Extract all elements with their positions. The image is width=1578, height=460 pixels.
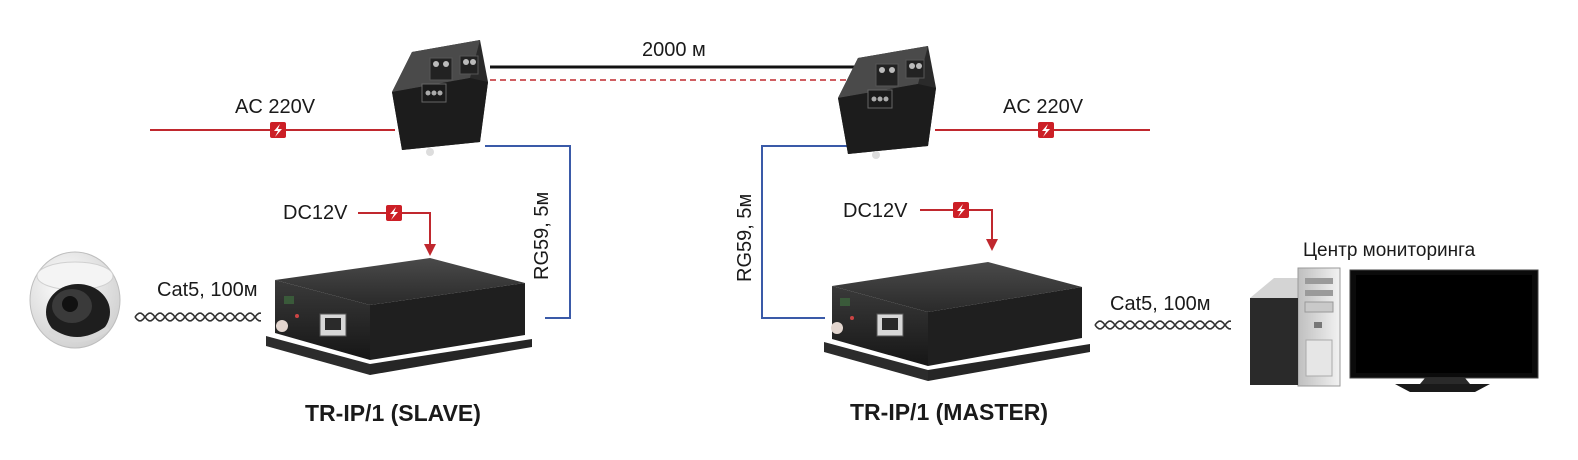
ac-power-label-left: AC 220V (235, 96, 316, 118)
dc-power-label-left: DC12V (283, 202, 348, 224)
power-supply-left (392, 40, 488, 156)
master-device (824, 262, 1090, 381)
monitor-icon (1349, 269, 1539, 392)
cat5-label-left: Cat5, 100м (157, 279, 258, 301)
slave-device (266, 258, 532, 375)
twisted-pair-cable-left (134, 312, 261, 322)
ac-power-line-left (150, 122, 395, 138)
slave-device-title: TR-IP/1 (SLAVE) (305, 400, 481, 426)
power-icon (270, 122, 286, 138)
long-distance-link (490, 65, 865, 81)
dc-power-line-left (358, 205, 436, 256)
power-icon (386, 205, 402, 221)
coax-label-left: RG59, 5м (531, 191, 553, 280)
power-icon (1038, 122, 1054, 138)
coax-line-left (485, 145, 571, 319)
distance-label: 2000 м (642, 39, 706, 61)
monitoring-center-label: Центр мониторинга (1303, 240, 1476, 261)
coax-label-right: RG59, 5м (734, 193, 756, 282)
desktop-computer-icon (1250, 267, 1341, 387)
dc-power-label-right: DC12V (843, 200, 908, 222)
dc-power-line-right (920, 202, 998, 251)
coax-line-right (761, 145, 855, 319)
ac-power-line-right (935, 122, 1150, 138)
power-icon (953, 202, 969, 218)
cat5-label-right: Cat5, 100м (1110, 293, 1211, 315)
twisted-pair-cable-right (1094, 320, 1231, 330)
dome-camera-icon (29, 251, 121, 349)
master-device-title: TR-IP/1 (MASTER) (850, 399, 1049, 425)
power-supply-right (838, 46, 936, 159)
ac-power-label-right: AC 220V (1003, 96, 1084, 118)
